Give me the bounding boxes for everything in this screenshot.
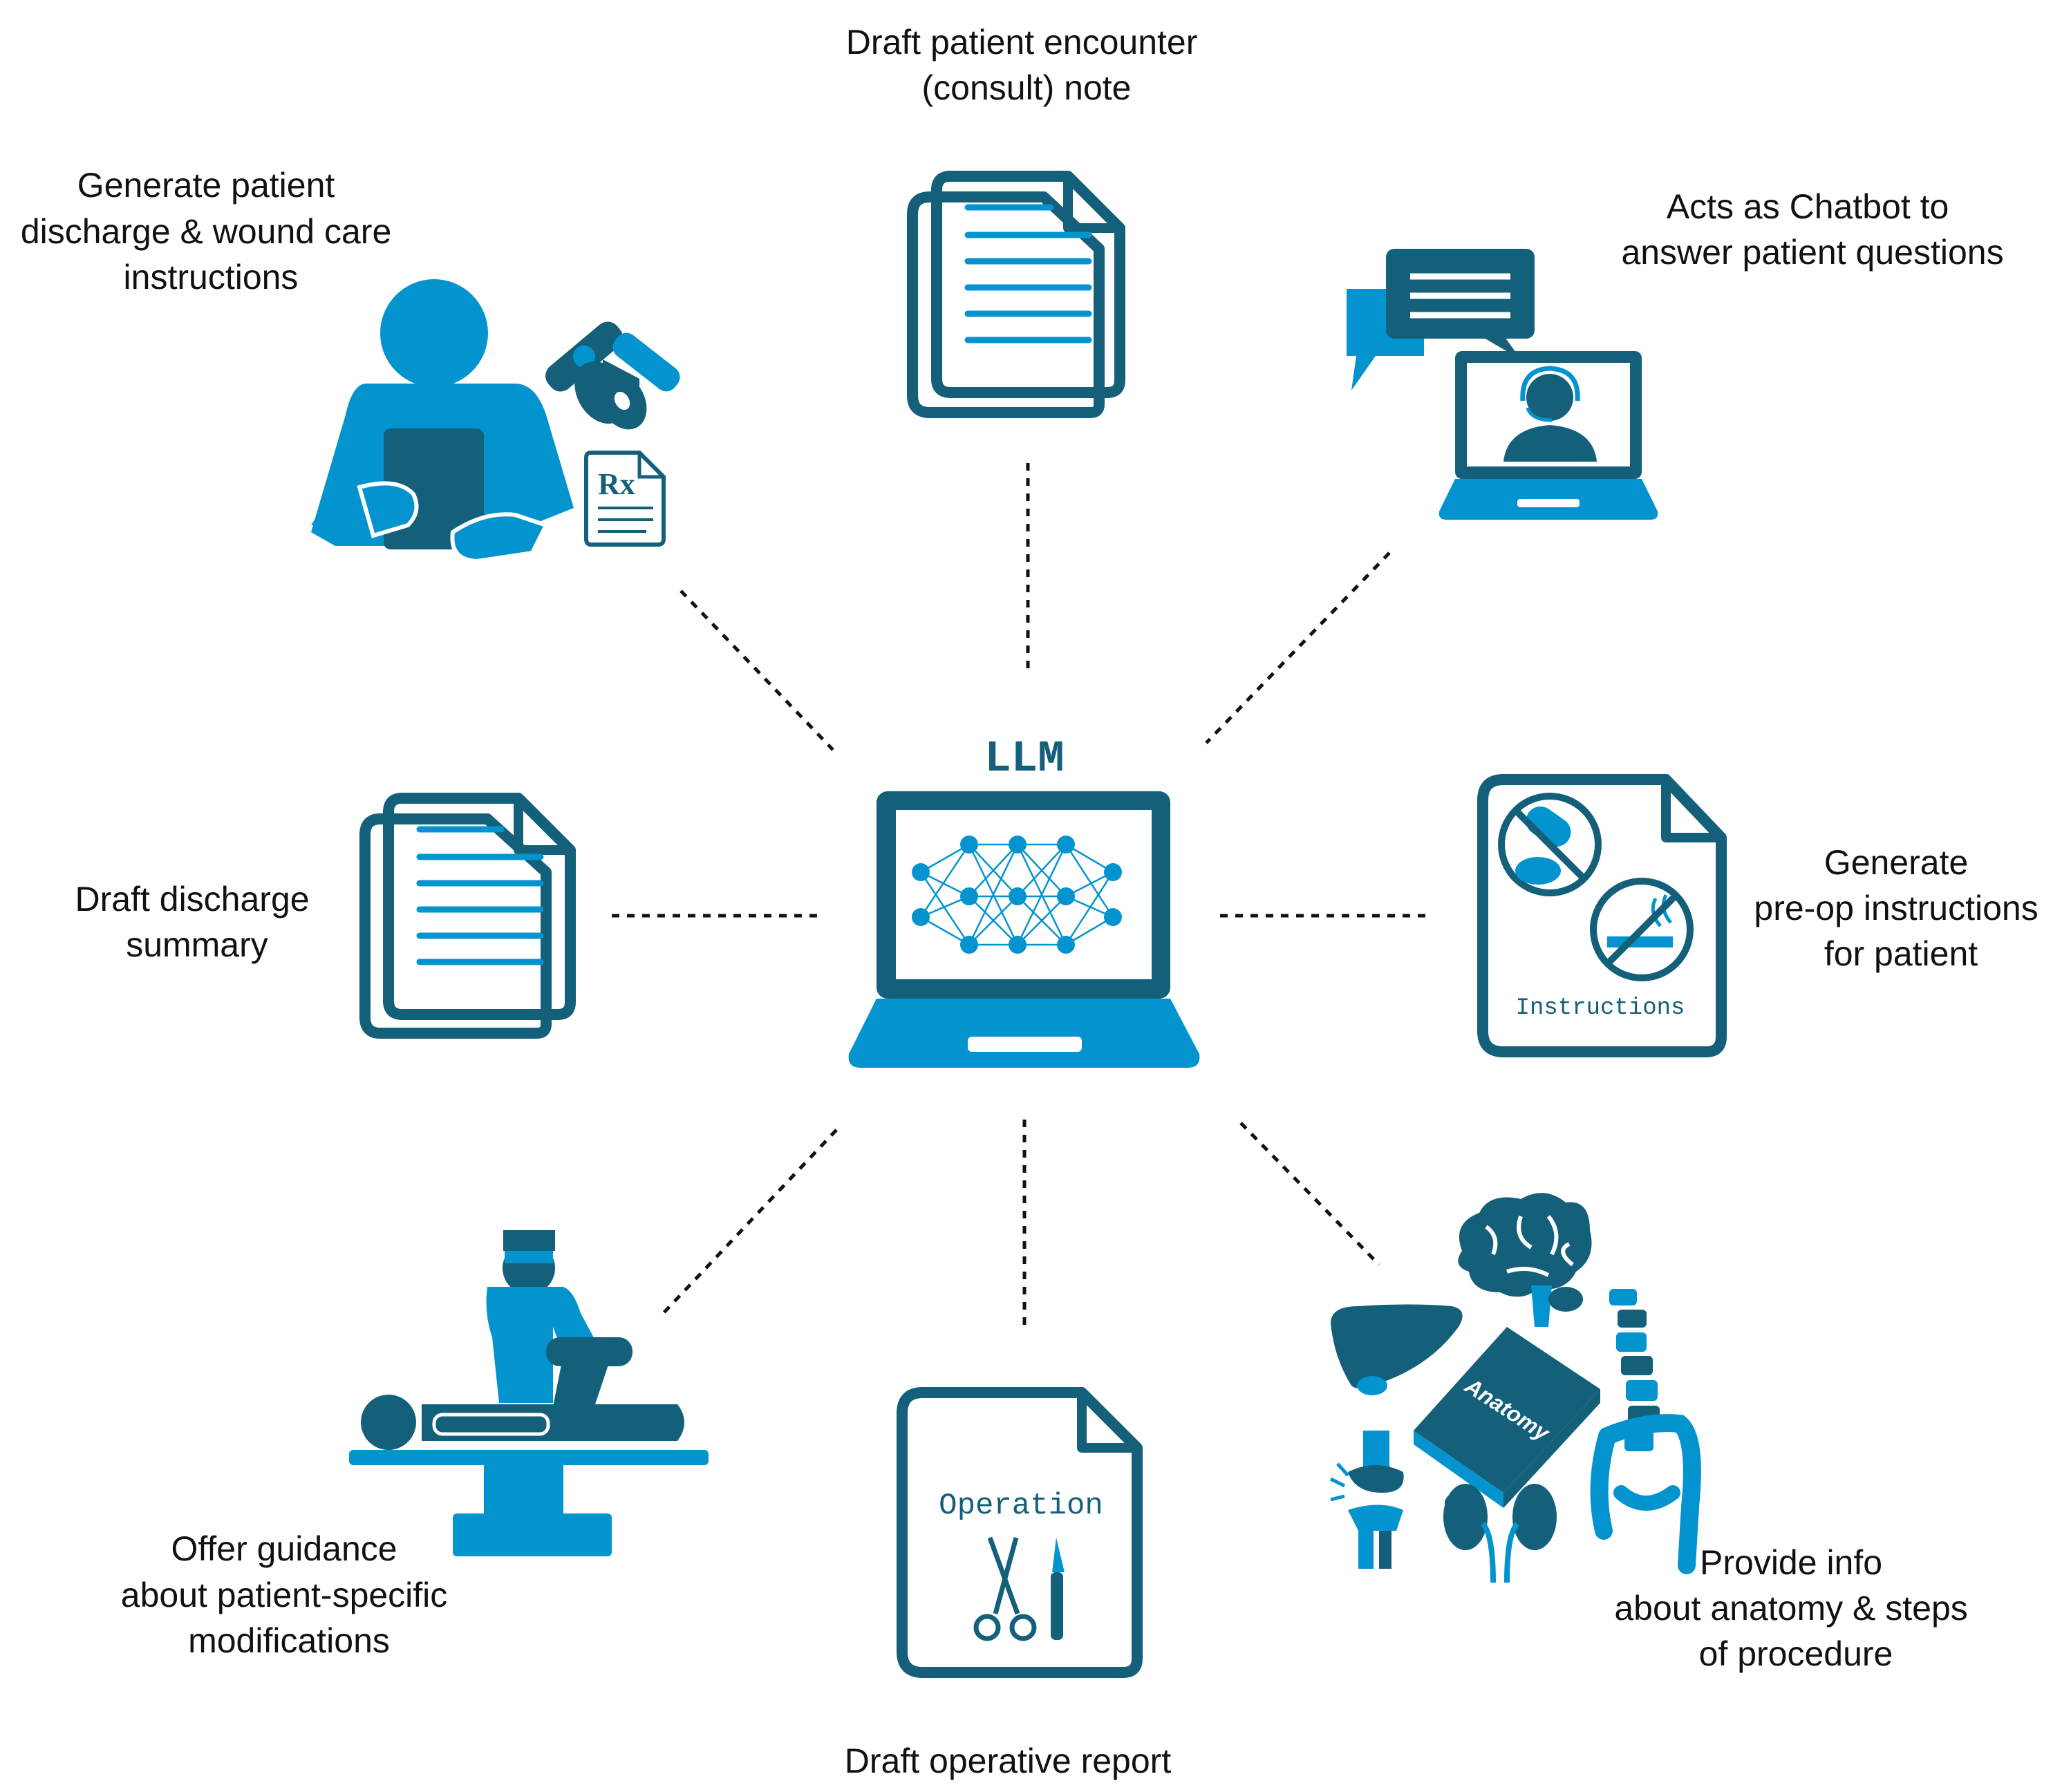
llm-laptop-icon: LLM <box>848 735 1200 1068</box>
support-agent-laptop-icon <box>1439 351 1658 520</box>
brain-icon <box>1458 1193 1592 1327</box>
discharge-summary-document-icon <box>359 793 576 1039</box>
captions: Draft patient encounter (consult) note G… <box>21 23 2047 1780</box>
anatomy-cluster-icon: Anatomy <box>1329 1193 1701 1583</box>
no-smoking-icon <box>1590 878 1694 981</box>
scissors-icon <box>973 1536 1037 1641</box>
anatomy-book-icon: Anatomy <box>1414 1327 1600 1508</box>
operative-report-document-icon: Operation <box>897 1387 1143 1678</box>
no-medication-icon <box>1498 793 1602 896</box>
prescription-document-icon: Rx <box>584 451 666 547</box>
prescription-symbol: Rx <box>598 467 635 501</box>
caption-discharge-wound: Generate patient discharge & wound care … <box>21 166 401 296</box>
llm-label: LLM <box>984 735 1064 784</box>
connector-bottom-left <box>659 1129 838 1318</box>
caption-discharge-summary: Draft discharge summary <box>75 880 319 964</box>
document-stack-icon <box>907 171 1125 418</box>
kidneys-icon <box>1443 1484 1557 1583</box>
caption-guidance: Offer guidance about patient-specific mo… <box>121 1529 457 1660</box>
clinician-with-clipboard-icon <box>311 279 574 564</box>
connector-bottom-right <box>1239 1122 1380 1266</box>
tape-roll-icon <box>574 359 647 430</box>
operation-doc-label: Operation <box>939 1489 1103 1523</box>
liver-icon <box>1331 1304 1463 1395</box>
connector-top-left <box>680 590 834 751</box>
caption-anatomy: Provide info about anatomy & steps of pr… <box>1614 1543 1977 1673</box>
colon-icon <box>1590 1414 1701 1574</box>
knee-joint-icon <box>1329 1431 1404 1569</box>
scalpel-icon <box>1051 1538 1065 1640</box>
instructions-doc-label: Instructions <box>1516 995 1685 1021</box>
chat-bubbles-icon <box>1347 249 1535 390</box>
neural-network-icon <box>912 836 1122 954</box>
connector-top-right <box>1205 551 1391 744</box>
caption-preop: Generate pre-op instructions for patient <box>1754 843 2047 973</box>
connector-lines <box>612 463 1431 1330</box>
caption-operative-report: Draft operative report <box>845 1742 1172 1780</box>
surgeon-and-patient-icon <box>349 1230 709 1556</box>
preop-instructions-document-icon: Instructions <box>1477 774 1727 1057</box>
caption-consult-note: Draft patient encounter (consult) note <box>846 23 1208 107</box>
caption-chatbot: Acts as Chatbot to answer patient questi… <box>1621 187 2003 272</box>
